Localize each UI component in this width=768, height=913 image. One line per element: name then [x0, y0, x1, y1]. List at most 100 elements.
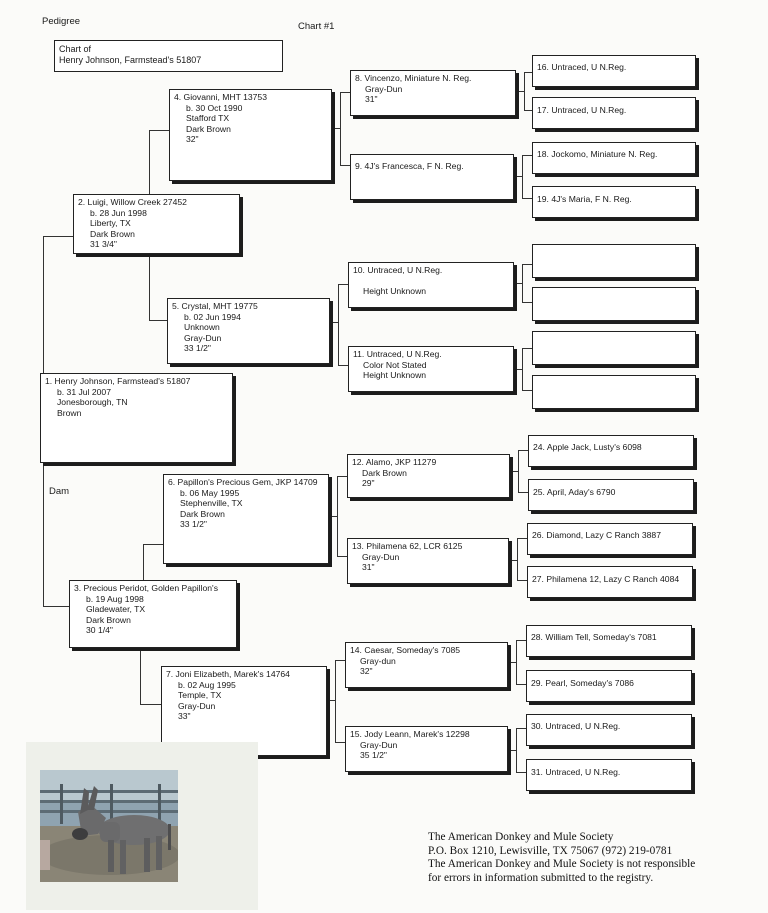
animal-name: 4. Giovanni, MHT 13753 — [174, 92, 267, 102]
dam-label: Dam — [49, 486, 70, 497]
connector-line — [143, 544, 163, 545]
animal-place: Gladewater, TX — [86, 604, 146, 615]
animal-box-12: 12. Alamo, JKP 11279 Dark Brown 29" — [347, 454, 510, 498]
animal-height: 31 3/4" — [90, 239, 117, 250]
connector-line — [516, 91, 524, 92]
connector-line — [337, 556, 347, 557]
animal-name: 10. Untraced, U N.Reg. — [353, 265, 443, 275]
connector-line — [518, 492, 528, 493]
connector-line — [522, 264, 523, 302]
connector-line — [514, 283, 522, 284]
animal-box-11: 11. Untraced, U N.Reg. Color Not Stated … — [348, 346, 514, 392]
animal-name: 16. Untraced, U N.Reg. — [537, 62, 627, 72]
chart-of-line: Chart of — [59, 44, 92, 54]
animal-name: 25. April, Aday's 6790 — [533, 487, 616, 497]
animal-name: 31. Untraced, U N.Reg. — [531, 767, 621, 777]
animal-height: 33" — [178, 711, 191, 722]
animal-name: 27. Philamena 12, Lazy C Ranch 4084 — [532, 574, 680, 584]
animal-height: Height Unknown — [363, 370, 427, 381]
connector-line — [140, 704, 161, 705]
animal-box-25: 25. April, Aday's 6790 — [528, 479, 694, 511]
animal-birth: b. 02 Jun 1994 — [184, 311, 241, 322]
animal-height: 35 1/2" — [360, 750, 387, 761]
chart-of-box: Chart of Henry Johnson, Farmstead's 5180… — [54, 40, 283, 72]
connector-line — [43, 606, 69, 607]
animal-box-5: 5. Crystal, MHT 19775 b. 02 Jun 1994 Unk… — [167, 298, 330, 364]
animal-place: Liberty, TX — [90, 218, 131, 229]
connector-line — [509, 560, 517, 561]
animal-birth: b. 19 Aug 1998 — [86, 593, 144, 604]
connector-line — [143, 544, 144, 580]
connector-line — [518, 450, 519, 492]
animal-name: 17. Untraced, U N.Reg. — [537, 105, 627, 115]
animal-place: Unknown — [184, 322, 220, 333]
connector-line — [329, 516, 337, 517]
animal-box-19: 19. 4J's Maria, F N. Reg. — [532, 186, 696, 218]
animal-box-24: 24. Apple Jack, Lusty's 6098 — [528, 435, 694, 467]
animal-box-18: 18. Jockomo, Miniature N. Reg. — [532, 142, 696, 174]
animal-color: Gray-dun — [360, 655, 396, 666]
connector-line — [517, 538, 527, 539]
animal-height: 32" — [186, 134, 199, 145]
connector-line — [338, 284, 339, 365]
animal-height: 32" — [360, 666, 373, 677]
animal-color: Color Not Stated — [363, 359, 427, 370]
society-footer: The American Donkey and Mule Society P.O… — [428, 831, 748, 885]
animal-name: 5. Crystal, MHT 19775 — [172, 301, 258, 311]
society-address: P.O. Box 1210, Lewisville, TX 75067 (972… — [428, 844, 673, 857]
animal-box-16: 16. Untraced, U N.Reg. — [532, 55, 696, 87]
connector-line — [524, 110, 532, 111]
connector-line — [340, 92, 350, 93]
connector-line — [516, 728, 517, 772]
disclaimer-line-2: for errors in information submitted to t… — [428, 871, 654, 884]
animal-color — [353, 276, 509, 287]
animal-height: 29" — [362, 478, 375, 489]
animal-birth: b. 02 Aug 1995 — [178, 679, 236, 690]
connector-line — [140, 648, 141, 704]
connector-line — [508, 662, 516, 663]
connector-line — [516, 640, 517, 684]
connector-line — [337, 476, 347, 477]
connector-line — [516, 640, 526, 641]
society-name: The American Donkey and Mule Society — [428, 831, 614, 843]
animal-place: Temple, TX — [178, 690, 222, 701]
animal-box-8: 8. Vincenzo, Miniature N. Reg. Gray-Dun … — [350, 70, 516, 116]
connector-line — [335, 660, 345, 661]
animal-name: 14. Caesar, Someday's 7085 — [350, 645, 461, 655]
animal-box-29: 29. Pearl, Someday's 7086 — [526, 670, 692, 702]
animal-box-31: 31. Untraced, U N.Reg. — [526, 759, 692, 791]
connector-line — [338, 365, 348, 366]
animal-name: 6. Papillon's Precious Gem, JKP 14709 — [168, 477, 318, 487]
animal-color: Gray-Dun — [365, 83, 403, 94]
connector-line — [149, 254, 150, 320]
animal-name: 29. Pearl, Someday's 7086 — [531, 678, 634, 688]
connector-line — [514, 176, 522, 177]
connector-line — [335, 660, 336, 742]
animal-birth: b. 28 Jun 1998 — [90, 207, 147, 218]
animal-box-13: 13. Philamena 62, LCR 6125 Gray-Dun 31" — [347, 538, 509, 584]
animal-name: 28. William Tell, Someday's 7081 — [531, 632, 657, 642]
animal-birth: b. 31 Jul 2007 — [57, 386, 111, 397]
connector-line — [516, 684, 526, 685]
connector-line — [522, 264, 532, 265]
animal-box-9: 9. 4J's Francesca, F N. Reg. — [350, 154, 514, 200]
animal-height: 31" — [365, 94, 378, 105]
animal-height: 31" — [362, 562, 375, 573]
connector-line — [518, 450, 528, 451]
connector-line — [332, 128, 340, 129]
connector-line — [522, 390, 532, 391]
animal-box-20 — [532, 244, 696, 278]
animal-box-10: 10. Untraced, U N.Reg. Height Unknown — [348, 262, 514, 308]
connector-line — [514, 369, 522, 370]
connector-line — [327, 700, 335, 701]
animal-name: 12. Alamo, JKP 11279 — [352, 457, 437, 467]
connector-line — [517, 580, 527, 581]
animal-box-6: 6. Papillon's Precious Gem, JKP 14709 b.… — [163, 474, 329, 564]
connector-line — [522, 155, 523, 198]
connector-line — [335, 742, 345, 743]
connector-line — [149, 130, 169, 131]
animal-place: Jonesborough, TN — [57, 397, 128, 408]
connector-line — [522, 348, 532, 349]
connector-line — [149, 320, 167, 321]
animal-color: Dark Brown — [186, 123, 231, 134]
